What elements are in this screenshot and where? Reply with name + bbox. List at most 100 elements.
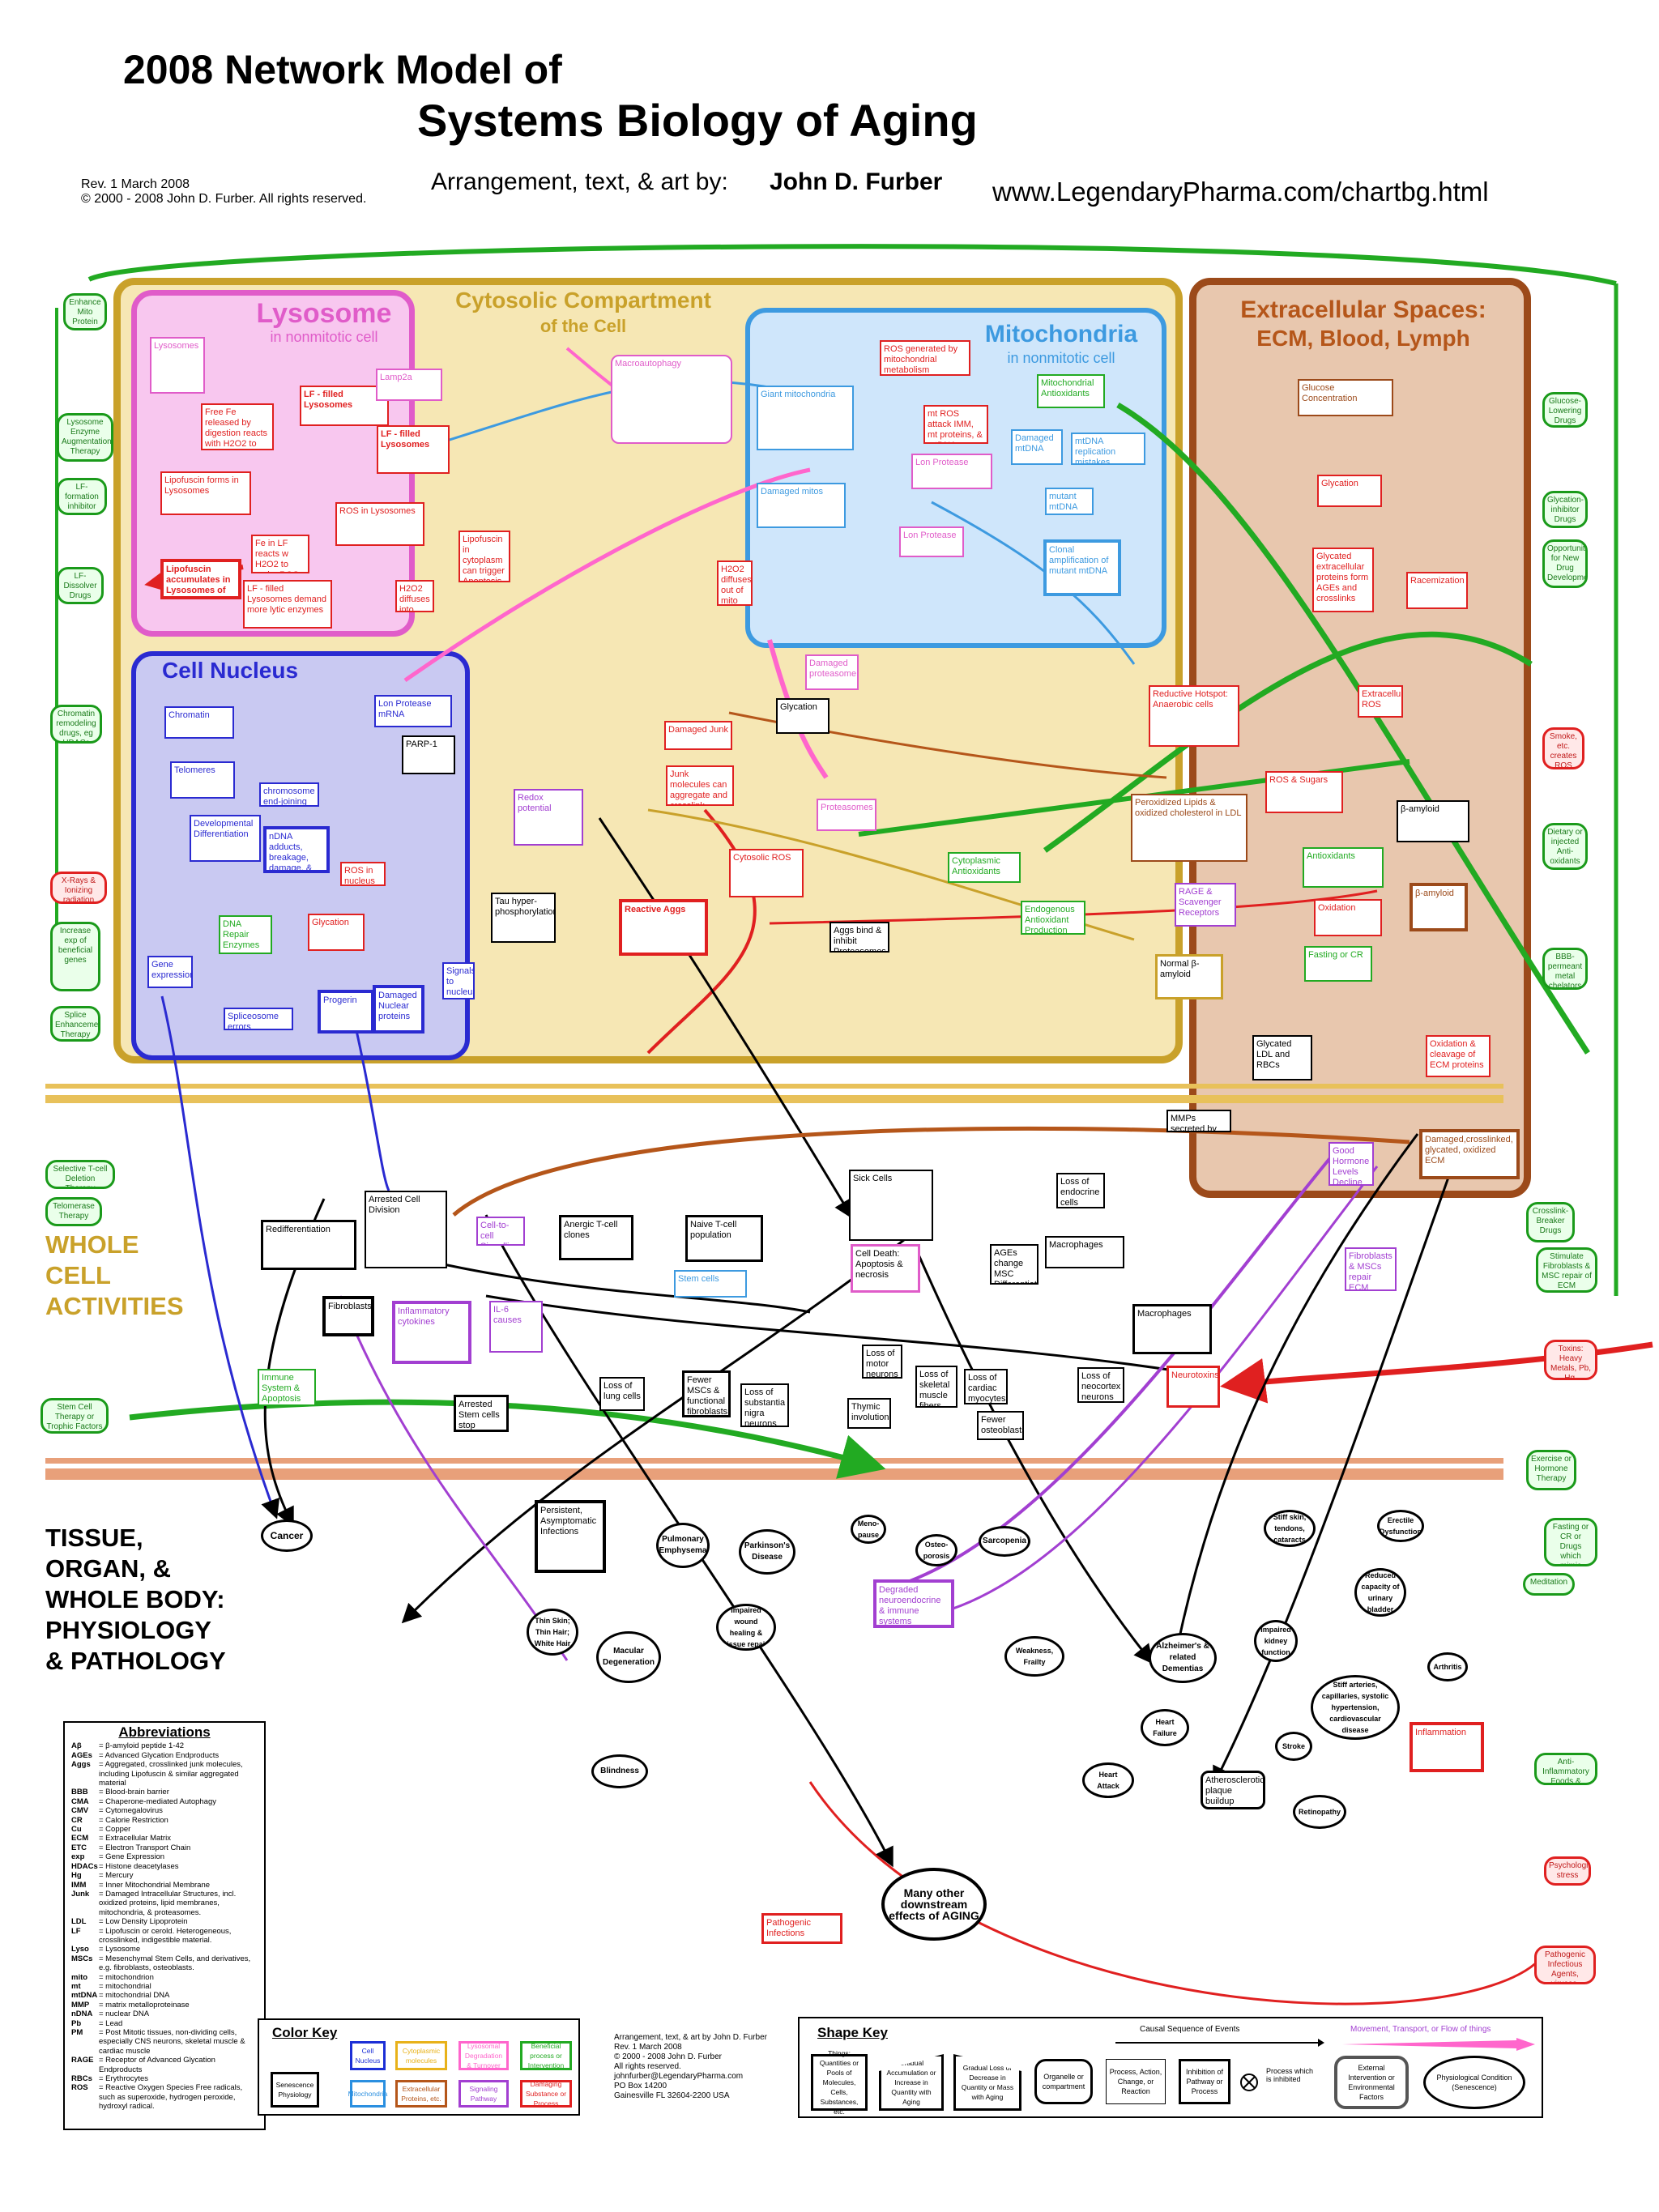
intervention-glycation-inhibitor[interactable]: Glycation-inhibitor Drugs xyxy=(1542,491,1588,528)
node-sarcopenia[interactable]: Sarcopenia xyxy=(979,1526,1030,1557)
node-reactive-aggs[interactable]: Reactive Aggs xyxy=(619,899,708,956)
node-normal-beta[interactable]: Normal β-amyloid xyxy=(1155,954,1223,999)
node-pathogenic-infections[interactable]: Pathogenic Infections xyxy=(761,1913,842,1944)
node-macrophages-ldl[interactable]: Macrophages xyxy=(1132,1304,1212,1354)
node-dev-diff[interactable]: Developmental Differentiation xyxy=(190,815,261,862)
node-rage[interactable]: RAGE & Scavenger Receptors xyxy=(1175,883,1236,927)
node-oxidation-ecm[interactable]: Oxidation & cleavage of ECM proteins xyxy=(1426,1035,1491,1077)
intervention-crosslink[interactable]: Crosslink-Breaker Drugs xyxy=(1526,1202,1575,1242)
node-tau[interactable]: Tau hyper-phosphorylation xyxy=(491,893,556,943)
node-antioxidants-blood[interactable]: Antioxidants xyxy=(1303,847,1384,888)
node-progerin[interactable]: Progerin xyxy=(318,990,374,1034)
intervention-lf-dissolver[interactable]: LF-Dissolver Drugs xyxy=(57,567,104,604)
node-lf-filled-2[interactable]: LF - filled Lysosomes xyxy=(377,425,450,474)
node-lysosomes[interactable]: Lysosomes xyxy=(150,337,205,394)
node-endogenous-antiox[interactable]: Endogenous Antioxidant Production xyxy=(1021,901,1085,935)
node-oxidation[interactable]: Oxidation xyxy=(1314,899,1382,936)
node-loss-lung[interactable]: Loss of lung cells xyxy=(599,1377,645,1411)
node-damaged-mtdna[interactable]: Damaged mtDNA xyxy=(1011,429,1063,465)
node-stiff-arteries[interactable]: Stiff arteries, capillaries, systolic hy… xyxy=(1311,1675,1400,1740)
node-reductive-hotspot[interactable]: Reductive Hotspot: Anaerobic cells xyxy=(1149,685,1239,747)
node-fibroblasts-msc[interactable]: Fibroblasts & MSCs repair ECM xyxy=(1345,1247,1397,1291)
intervention-anti-inflammatory[interactable]: Anti-Inflammatory Foods & Drugs xyxy=(1534,1753,1597,1785)
node-loss-skeletal[interactable]: Loss of skeletal muscle fibers xyxy=(915,1366,957,1408)
intervention-xrays[interactable]: X-Rays & Ionizing radiation create ROS xyxy=(50,872,107,904)
node-degraded-neuro[interactable]: Degraded neuroendocrine & immune systems xyxy=(873,1579,954,1628)
node-h2o2-out[interactable]: H2O2 diffuses out of mito xyxy=(717,560,753,606)
node-weakness[interactable]: Weakness, Frailty xyxy=(1004,1636,1064,1677)
intervention-telomerase[interactable]: Telomerase Therapy xyxy=(45,1197,102,1226)
node-extracellular-ros[interactable]: Extracellular ROS xyxy=(1358,685,1403,718)
node-peroxidized-lipids[interactable]: Peroxidized Lipids & oxidized cholestero… xyxy=(1131,794,1247,862)
intervention-meditation[interactable]: Meditation xyxy=(1523,1573,1575,1596)
node-fe-lf[interactable]: Fe in LF reacts w H2O2 to make ROS xyxy=(251,535,309,573)
node-redifferentiation[interactable]: Redifferentiation xyxy=(261,1220,356,1270)
node-lipofuscin-pm[interactable]: Lipofuscin accumulates in Lysosomes of P… xyxy=(160,559,241,599)
intervention-smoke[interactable]: Smoke, etc. creates ROS xyxy=(1542,727,1584,769)
intervention-stem-cell[interactable]: Stem Cell Therapy or Trophic Factors xyxy=(41,1398,109,1434)
intervention-lf-formation[interactable]: LF-formation inhibitor Drugs xyxy=(57,478,107,515)
node-dna-repair[interactable]: DNA Repair Enzymes xyxy=(219,915,272,954)
intervention-enhance-mito[interactable]: Enhance Mito Protein xyxy=(63,293,107,330)
node-cell-signalling[interactable]: Cell-to-cell Signalling pathways xyxy=(476,1217,525,1246)
node-lon-protease-2[interactable]: Lon Protease xyxy=(899,526,964,557)
node-telomeres[interactable]: Telomeres xyxy=(170,761,235,799)
node-parp1[interactable]: PARP-1 xyxy=(402,735,455,774)
node-lf-filled[interactable]: LF - filled Lysosomes xyxy=(300,386,389,426)
node-good-hormone[interactable]: Good Hormone Levels Decline xyxy=(1328,1142,1374,1186)
node-loss-motor[interactable]: Loss of motor neurons xyxy=(862,1345,902,1379)
intervention-dietary[interactable]: Dietary or injected Anti-oxidants xyxy=(1542,823,1588,870)
node-naive[interactable]: Naive T-cell population xyxy=(685,1215,763,1262)
node-lon-mrna[interactable]: Lon Protease mRNA xyxy=(374,695,452,727)
node-osteoporosis[interactable]: Osteo-porosis xyxy=(915,1534,957,1566)
node-glycation[interactable]: Glycation xyxy=(1317,475,1382,507)
node-thin-skin[interactable]: Thin Skin; Thin Hair; White Hair xyxy=(527,1609,578,1656)
node-pulmonary[interactable]: Pulmonary Emphysema xyxy=(656,1523,710,1568)
intervention-toxins[interactable]: Toxins: Heavy Metals, Pb, Hg, Pesticides xyxy=(1544,1340,1597,1380)
node-erectile[interactable]: Erectile Dysfunction xyxy=(1377,1510,1424,1542)
node-menopause[interactable]: Meno-pause xyxy=(851,1515,886,1544)
node-ndna[interactable]: nDNA adducts, breakage, damage, & mutati… xyxy=(263,826,330,873)
intervention-pathogenic-agents[interactable]: Pathogenic Infectious Agents, viruses, b… xyxy=(1534,1946,1596,1984)
node-mmps[interactable]: MMPs secreted by arrested cells xyxy=(1166,1110,1231,1132)
node-loss-substantia[interactable]: Loss of substantia nigra neurons xyxy=(740,1383,789,1427)
node-damaged-ecm[interactable]: Damaged,crosslinked, glycated, oxidized … xyxy=(1419,1129,1520,1179)
node-alzheimers[interactable]: Alzheimer's & related Dementias xyxy=(1149,1633,1217,1683)
node-lipofuscin-cyt[interactable]: Lipofuscin in cytoplasm can trigger Apop… xyxy=(458,531,510,582)
intervention-increase-exp[interactable]: Increase exp of beneficial genes xyxy=(50,922,100,991)
node-redox[interactable]: Redox potential xyxy=(514,789,583,846)
node-inflammation[interactable]: Inflammation xyxy=(1410,1722,1484,1772)
node-glycation-nuc[interactable]: Glycation xyxy=(308,914,365,951)
node-blindness[interactable]: Blindness xyxy=(591,1754,648,1788)
node-il6[interactable]: IL-6 causes xyxy=(489,1301,543,1353)
intervention-lysosome-enzyme[interactable]: Lysosome Enzyme Augmentation Therapy xyxy=(57,413,113,462)
node-racemization[interactable]: Racemization xyxy=(1406,572,1468,609)
node-damaged-nuclear[interactable]: Damaged Nuclear proteins xyxy=(373,985,424,1034)
intervention-chromatin-remodeling[interactable]: Chromatin remodeling drugs, eg HDACs xyxy=(50,705,102,744)
node-glycated-ldl[interactable]: Glycated LDL and RBCs xyxy=(1252,1035,1312,1080)
node-neurotoxins[interactable]: Neurotoxins xyxy=(1166,1366,1220,1408)
node-fasting[interactable]: Fasting or CR xyxy=(1304,946,1372,982)
node-mtdna-replication[interactable]: mtDNA replication mistakes xyxy=(1071,433,1145,465)
node-fewer-osteoblasts[interactable]: Fewer osteoblasts xyxy=(977,1411,1024,1440)
node-impaired-kidney[interactable]: Impaired kidney function xyxy=(1254,1620,1298,1662)
node-arthritis[interactable]: Arthritis xyxy=(1427,1652,1468,1681)
node-macroautophagy[interactable]: Macroautophagy xyxy=(611,355,732,444)
node-clonal-amp[interactable]: Clonal amplification of mutant mtDNA xyxy=(1043,539,1121,596)
intervention-exercise[interactable]: Exercise or Hormone Therapy xyxy=(1526,1450,1576,1490)
node-lamp2a[interactable]: Lamp2a xyxy=(376,369,442,401)
node-cancer[interactable]: Cancer xyxy=(261,1519,313,1552)
intervention-glucose-lowering[interactable]: Glucose-Lowering Drugs xyxy=(1542,392,1588,428)
node-macular[interactable]: Macular Degeneration xyxy=(596,1631,661,1683)
node-mutant-mtdna[interactable]: mutant mtDNA xyxy=(1045,488,1094,515)
node-lon-protease-mito[interactable]: Lon Protease xyxy=(911,454,992,489)
node-chromatin[interactable]: Chromatin xyxy=(164,706,234,739)
website-url[interactable]: www.LegendaryPharma.com/chartbg.html xyxy=(992,177,1489,207)
node-chromosome[interactable]: chromosome end-joining xyxy=(259,782,319,807)
node-immune-system[interactable]: Immune System & Apoptosis xyxy=(258,1369,316,1406)
node-retinopathy[interactable]: Retinopathy xyxy=(1293,1795,1346,1829)
intervention-splice[interactable]: Splice Enhancement Therapy xyxy=(50,1006,100,1042)
node-ages-change[interactable]: AGEs change MSC Differentiation xyxy=(990,1244,1038,1285)
node-signals-nucleus[interactable]: Signals to nucleus xyxy=(442,962,475,999)
node-ros-mito[interactable]: ROS generated by mitochondrial metabolis… xyxy=(880,340,970,376)
